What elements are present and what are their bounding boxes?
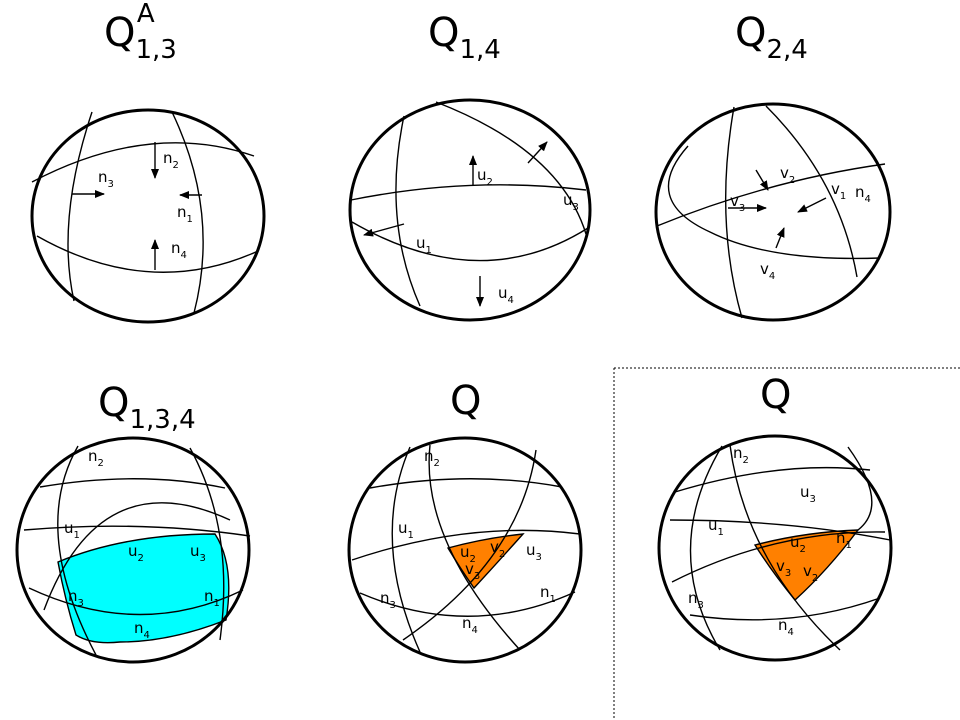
label-u3: u3 [526,541,542,563]
great-circle-arc [28,587,244,616]
normal-arrow [527,141,548,164]
label-v1: v1 [831,180,846,202]
panel-title: Q [450,378,481,424]
great-circle-arc [765,105,858,278]
label-v4: v4 [760,260,775,282]
label-v2: v2 [490,538,505,560]
label-n3: n3 [380,589,396,611]
label-n1: n1 [177,203,193,225]
normal-arrow [797,197,827,213]
great-circle-arc [67,111,93,302]
label-n2: n2 [424,447,440,469]
great-circle-arc [435,101,587,235]
label-v2: v2 [803,562,818,584]
label-u2: u2 [790,533,806,555]
label-v3: v3 [730,192,745,214]
great-circle-arc [351,529,581,561]
panel-title: Q1,3,4 [98,380,196,435]
panel-title: Q [760,372,791,418]
great-circle-arc [847,446,873,531]
great-circle-arc [57,445,97,656]
great-circle-arc [656,163,886,227]
feasible-region-orange [446,533,525,590]
normal-arrow [775,227,785,249]
label-n3: n3 [688,589,704,611]
label-u3: u3 [800,483,816,505]
label-u1: u1 [416,234,432,256]
great-circle-arc [669,519,891,541]
label-n4: n4 [134,619,150,641]
great-circle-arc [729,444,841,651]
label-u3: u3 [563,191,579,213]
label-n2: n2 [733,444,749,466]
label-n2: n2 [163,149,179,171]
sphere-outline [15,436,251,664]
great-circle-arc [667,145,881,260]
great-circle-arc [31,142,255,183]
panel-q134: Q1,3,4 n2 u1 u2 u3 n3 n1 n4 [15,380,251,664]
dashed-divider [613,367,960,720]
feasible-region-cyan [57,533,230,644]
great-circle-arc [674,466,871,493]
sphere-outline [348,98,592,322]
label-n4: n4 [855,183,871,205]
label-v3: v3 [465,560,480,582]
normal-arrow [363,223,405,237]
great-circle-arc [428,444,521,651]
feasible-region-orange [753,529,860,602]
panel-title: Q1,4 [428,10,501,65]
label-u4: u4 [498,284,514,306]
great-circle-arc [402,449,537,641]
sphere-outline [657,434,893,662]
label-u3: u3 [190,542,206,564]
sphere-outline [654,102,892,322]
label-u2: u2 [477,166,493,188]
label-n4: n4 [462,614,478,636]
label-u1: u1 [708,516,724,538]
great-circle-arc [189,447,225,641]
label-n1: n1 [836,529,852,551]
label-u1: u1 [64,519,80,541]
label-n1: n1 [204,587,220,609]
label-u1: u1 [398,519,414,541]
normal-arrow [755,169,769,191]
great-circle-arc [23,525,251,537]
sphere-outline [30,108,266,324]
great-circle-arc [671,531,886,583]
label-n4: n4 [171,239,187,261]
great-circle-arc [36,235,259,273]
label-u2: u2 [128,542,144,564]
panel-title: Q2,4 [735,10,808,65]
great-circle-arc [171,111,204,314]
label-n3: n3 [68,587,84,609]
great-circle-arc [689,597,881,621]
great-circle-arc [351,221,589,262]
label-v3: v3 [776,557,791,579]
label-n2: n2 [88,447,104,469]
great-circle-arc [724,106,743,319]
great-circle-arc [369,478,563,489]
panel-title: Q1,3A [104,0,177,65]
great-circle-arc [395,115,421,307]
label-n1: n1 [540,583,556,605]
panel-q-a: Q n2 u1 u2 v2 v3 u3 n3 n1 n4 [347,378,583,664]
label-n3: n3 [98,168,114,190]
panel-q24: Q2,4 v2 v1 n4 v3 v4 [654,10,892,322]
label-u2: u2 [460,543,476,565]
panel-q13a: Q1,3A n2 n3 n1 n4 [30,0,266,324]
great-circle-arc [359,591,576,617]
great-circle-arc [39,478,226,489]
great-circle-arc [391,446,421,653]
label-v2: v2 [780,164,795,186]
great-circle-arc [43,502,231,611]
sphere-outline [347,436,583,664]
label-n4: n4 [778,616,794,638]
panel-q14: Q1,4 u2 u3 u1 u4 [348,10,592,322]
great-circle-arc [689,445,723,651]
panel-q-b: Q n2 u3 u1 u2 n1 v3 v2 n3 n4 [657,372,893,662]
great-circle-arc [350,184,587,201]
